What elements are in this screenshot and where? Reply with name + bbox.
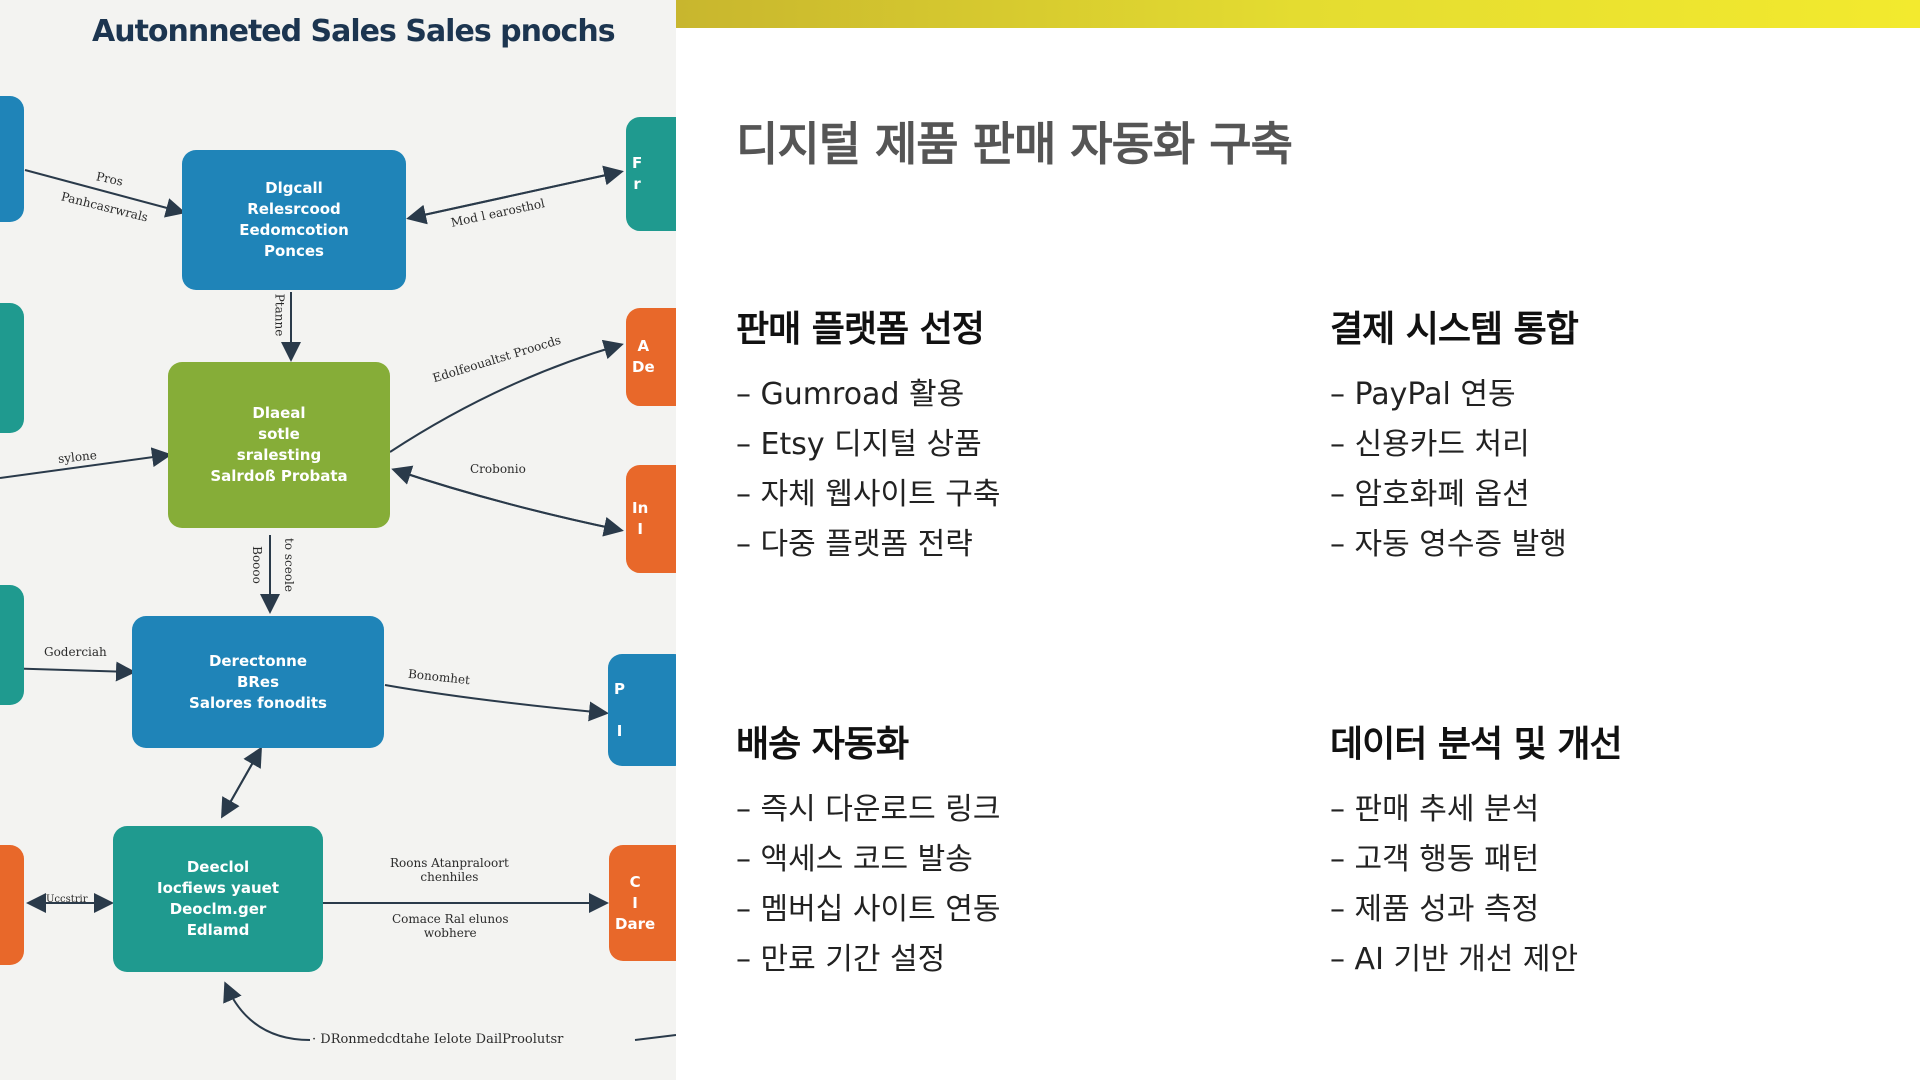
bullet-item: 신용카드 처리	[1330, 420, 1890, 470]
bullet-item: Gumroad 활용	[736, 370, 1296, 420]
bullet-item: 즉시 다운로드 링크	[736, 785, 1296, 835]
edge-label: Roons Atanpraloort chenhiles	[390, 856, 509, 884]
section-heading: 판매 플랫폼 선정	[736, 309, 985, 350]
section-delivery-automation: 배송 자동화 즉시 다운로드 링크 액세스 코드 발송 멤버십 사이트 연동 만…	[736, 715, 1296, 985]
diagram-node-label: C I Dare	[615, 872, 656, 933]
diagram-node-label: F r	[632, 154, 643, 193]
bullet-list: Gumroad 활용 Etsy 디지털 상품 자체 웹사이트 구축 다중 플랫폼…	[736, 370, 1296, 570]
section-data-analysis: 데이터 분석 및 개선 판매 추세 분석 고객 행동 패턴 제품 성과 측정 A…	[1330, 715, 1890, 985]
edge-label: Goderciah	[44, 645, 107, 659]
diagram-node-edge	[0, 303, 24, 433]
bullet-item: 다중 플랫폼 전략	[736, 520, 1296, 570]
bullet-item: 멤버십 사이트 연동	[736, 885, 1296, 935]
diagram-title: Autonnneted Sales Sales pnochs	[92, 14, 616, 49]
diagram-node-edge: P I	[608, 654, 676, 766]
bullet-item: PayPal 연동	[1330, 370, 1890, 420]
diagram-node-edge	[0, 845, 24, 965]
diagram-node-label: A De	[632, 337, 655, 376]
diagram-node-label: Dlaeal sotle sralesting Salrdoß Probata	[210, 404, 348, 485]
section-payment-system: 결제 시스템 통합 PayPal 연동 신용카드 처리 암호화폐 옵션 자동 영…	[1330, 300, 1890, 570]
edge-label: Ptanne	[272, 293, 287, 337]
diagram-node-edge: C I Dare	[609, 845, 676, 961]
diagram-node-label: Dlgcall Relesrcood Eedomcotion Ponces	[239, 179, 349, 260]
bullet-item: Etsy 디지털 상품	[736, 420, 1296, 470]
bullet-list: 판매 추세 분석 고객 행동 패턴 제품 성과 측정 AI 기반 개선 제안	[1330, 785, 1890, 985]
bullet-item: 제품 성과 측정	[1330, 885, 1890, 935]
edge-label: Comace Ral elunos wobhere	[392, 912, 509, 940]
edge-label: Crobonio	[470, 462, 526, 476]
edge-label: · DRonmedcdtahe Ielote DailProolutsr	[312, 1032, 564, 1047]
edge-label: Uccstrir	[46, 894, 88, 905]
diagram-node: Dlaeal sotle sralesting Salrdoß Probata	[168, 362, 390, 528]
accent-bar	[676, 0, 1920, 28]
diagram-node-edge: A De	[626, 308, 676, 406]
diagram-node: Deeclol Iocfiews yauet Deoclm.ger Edlamd	[113, 826, 323, 972]
diagram-node-edge	[0, 96, 24, 222]
diagram-connectors	[0, 165, 676, 1041]
bullet-item: 판매 추세 분석	[1330, 785, 1890, 835]
diagram-node-label: Deeclol Iocfiews yauet Deoclm.ger Edlamd	[157, 858, 279, 939]
bullet-item: 자체 웹사이트 구축	[736, 470, 1296, 520]
diagram-image: Autonnneted Sales Sales pnochs	[0, 0, 676, 1080]
section-sales-platform: 판매 플랫폼 선정 Gumroad 활용 Etsy 디지털 상품 자체 웹사이트…	[736, 300, 1296, 570]
diagram-node-label: In I	[632, 499, 649, 538]
diagram-node-label: P I	[614, 679, 625, 740]
edge-label: Boooo	[249, 546, 264, 584]
bullet-item: 만료 기간 설정	[736, 935, 1296, 985]
bullet-item: 자동 영수증 발행	[1330, 520, 1890, 570]
bullet-item: 액세스 코드 발송	[736, 835, 1296, 885]
diagram-node-edge	[0, 585, 24, 705]
section-heading: 데이터 분석 및 개선	[1330, 724, 1623, 765]
bullet-item: AI 기반 개선 제안	[1330, 935, 1890, 985]
slide-title: 디지털 제품 판매 자동화 구축	[736, 117, 1293, 171]
diagram-node-label: Derectonne BRes Salores fonodits	[189, 651, 327, 712]
bullet-list: 즉시 다운로드 링크 액세스 코드 발송 멤버십 사이트 연동 만료 기간 설정	[736, 785, 1296, 985]
bullet-item: 암호화폐 옵션	[1330, 470, 1890, 520]
section-heading: 배송 자동화	[736, 724, 909, 765]
section-heading: 결제 시스템 통합	[1330, 309, 1579, 350]
bullet-list: PayPal 연동 신용카드 처리 암호화폐 옵션 자동 영수증 발행	[1330, 370, 1890, 570]
diagram-node: Dlgcall Relesrcood Eedomcotion Ponces	[182, 150, 406, 290]
diagram-node-edge: F r	[626, 117, 676, 231]
diagram-node: Derectonne BRes Salores fonodits	[132, 616, 384, 748]
edge-label: to sceole	[282, 537, 297, 593]
bullet-item: 고객 행동 패턴	[1330, 835, 1890, 885]
diagram-node-edge: In I	[626, 465, 676, 573]
